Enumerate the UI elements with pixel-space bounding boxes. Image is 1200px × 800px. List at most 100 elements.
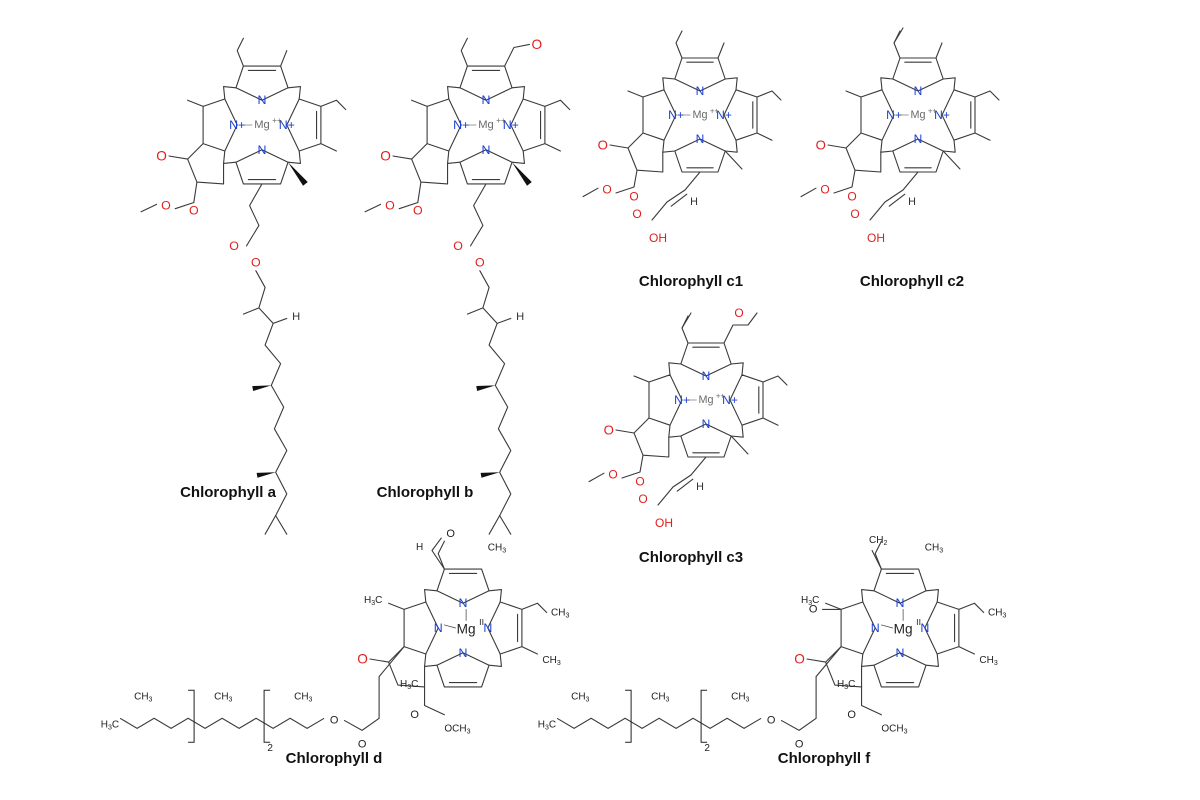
methyl-label: H3C: [400, 678, 418, 690]
propionate-chain: [469, 183, 487, 247]
pyrrole-ring: [235, 65, 289, 101]
acrylic-acid-chain: [869, 171, 919, 221]
methyl-group: [521, 646, 538, 655]
ester-group: [174, 181, 198, 210]
pyrrole-ring: [860, 89, 895, 141]
magnesium-charge: ++: [928, 106, 938, 115]
pyrrole-ring: [426, 98, 462, 152]
ketone-bond: [168, 155, 189, 160]
meso-bridge: [724, 77, 738, 91]
pyrrole-ring: [723, 89, 758, 141]
ethyl-group: [236, 37, 244, 67]
magnesium-charge: ++: [272, 116, 282, 125]
methyl-label: CH3: [488, 542, 506, 554]
nitrogen-atom: N: [459, 596, 468, 610]
meso-bridge: [942, 77, 956, 91]
pyrrole-ring: [840, 601, 876, 655]
methyl-group: [756, 132, 773, 141]
vinyl-group: [681, 312, 692, 329]
methoxy-label: OCH3: [444, 723, 470, 735]
nitrogen-atom: N+: [716, 108, 732, 122]
cyclopentanone-ring: [825, 646, 863, 688]
nitrogen-atom: N: [482, 143, 491, 157]
nitrogen-atom: N: [483, 621, 492, 635]
methyl-group: [627, 90, 644, 98]
ethyl-group: [460, 37, 468, 67]
ethyl-label: CH3: [988, 607, 1006, 619]
methyl-group: [588, 472, 605, 483]
nitrogen-atom: N: [434, 621, 443, 635]
nitrogen-atom: N: [702, 369, 711, 383]
ester-group: [723, 312, 758, 344]
oxygen-atom: O: [475, 256, 485, 270]
pyrrole-ring: [403, 601, 439, 655]
nitrogen-atom: N+: [934, 108, 950, 122]
methyl-group: [364, 203, 382, 213]
oxygen-atom: O: [632, 207, 641, 221]
repeat-bracket-left: [625, 689, 632, 743]
oxygen-atom: O: [532, 37, 543, 52]
methyl-group: [845, 90, 862, 98]
nitrogen-atom: N: [871, 621, 880, 635]
oxygen-atom: O: [794, 652, 805, 667]
coordination-bond: [444, 624, 456, 629]
hydroxyl-group: OH: [655, 516, 673, 530]
meso-bridge: [223, 150, 237, 164]
nitrogen-atom: N: [702, 417, 711, 431]
ketone-bond: [827, 144, 847, 149]
pyrrole-ring: [436, 652, 490, 688]
vinyl-group: [756, 90, 782, 101]
magnesium-charge: II: [916, 617, 921, 627]
pyrrole-ring: [286, 98, 322, 152]
pyrrole-ring: [648, 374, 683, 426]
magnesium-charge: ++: [496, 116, 506, 125]
phytol-chain: [255, 270, 288, 535]
aldehyde-group: [431, 537, 445, 570]
ethyl-label: CH3: [551, 607, 569, 619]
nitrogen-atom: N: [920, 621, 929, 635]
phytyl-chain: [556, 717, 762, 729]
pyrrole-ring: [924, 601, 960, 655]
pyrrole-ring: [680, 342, 732, 377]
pyrrole-ring: [941, 89, 976, 141]
meso-bridge: [861, 653, 875, 667]
methyl-label: H3C: [538, 719, 556, 731]
pyrrole-ring: [235, 149, 289, 185]
cyclopentanone-ring: [187, 143, 225, 185]
caption-chlorophyll-c2: Chlorophyll c2: [859, 273, 965, 290]
coordination-bond: [881, 624, 893, 629]
propionate-chain: [780, 646, 842, 731]
magnesium-charge: ++: [710, 106, 720, 115]
pyrrole-ring: [510, 98, 546, 152]
oxygen-atom: O: [635, 475, 644, 489]
oxygen-atom: O: [161, 199, 171, 213]
propionate-chain: [245, 183, 263, 247]
hydroxyl-group: OH: [649, 231, 667, 245]
pyrrole-ring: [873, 568, 927, 604]
stereo-wedge: [476, 385, 496, 391]
meso-bridge: [942, 139, 956, 153]
methyl-group: [942, 150, 961, 170]
repeat-count: 2: [704, 743, 710, 754]
repeat-bracket-left: [188, 689, 195, 743]
stereo-wedge: [480, 472, 500, 478]
meso-bridge: [662, 77, 676, 91]
stereo-wedge: [288, 162, 308, 186]
stereo-wedge: [256, 472, 276, 478]
methyl-label: CH3: [214, 691, 232, 703]
oxygen-atom: O: [385, 199, 395, 213]
magnesium-atom: Mg: [457, 622, 476, 637]
magnesium-atom: Mg: [254, 119, 270, 131]
double-bond: [272, 317, 288, 324]
meso-bridge: [730, 424, 744, 438]
nitrogen-atom: N: [696, 84, 705, 98]
methyl-group: [825, 602, 842, 610]
ketone-bond: [806, 658, 827, 663]
methyl-group: [958, 646, 975, 655]
methyl-group: [466, 307, 484, 315]
caption-chlorophyll-c3: Chlorophyll c3: [638, 549, 744, 566]
nitrogen-atom: N+: [503, 118, 519, 132]
vinyl-group: [958, 602, 985, 614]
